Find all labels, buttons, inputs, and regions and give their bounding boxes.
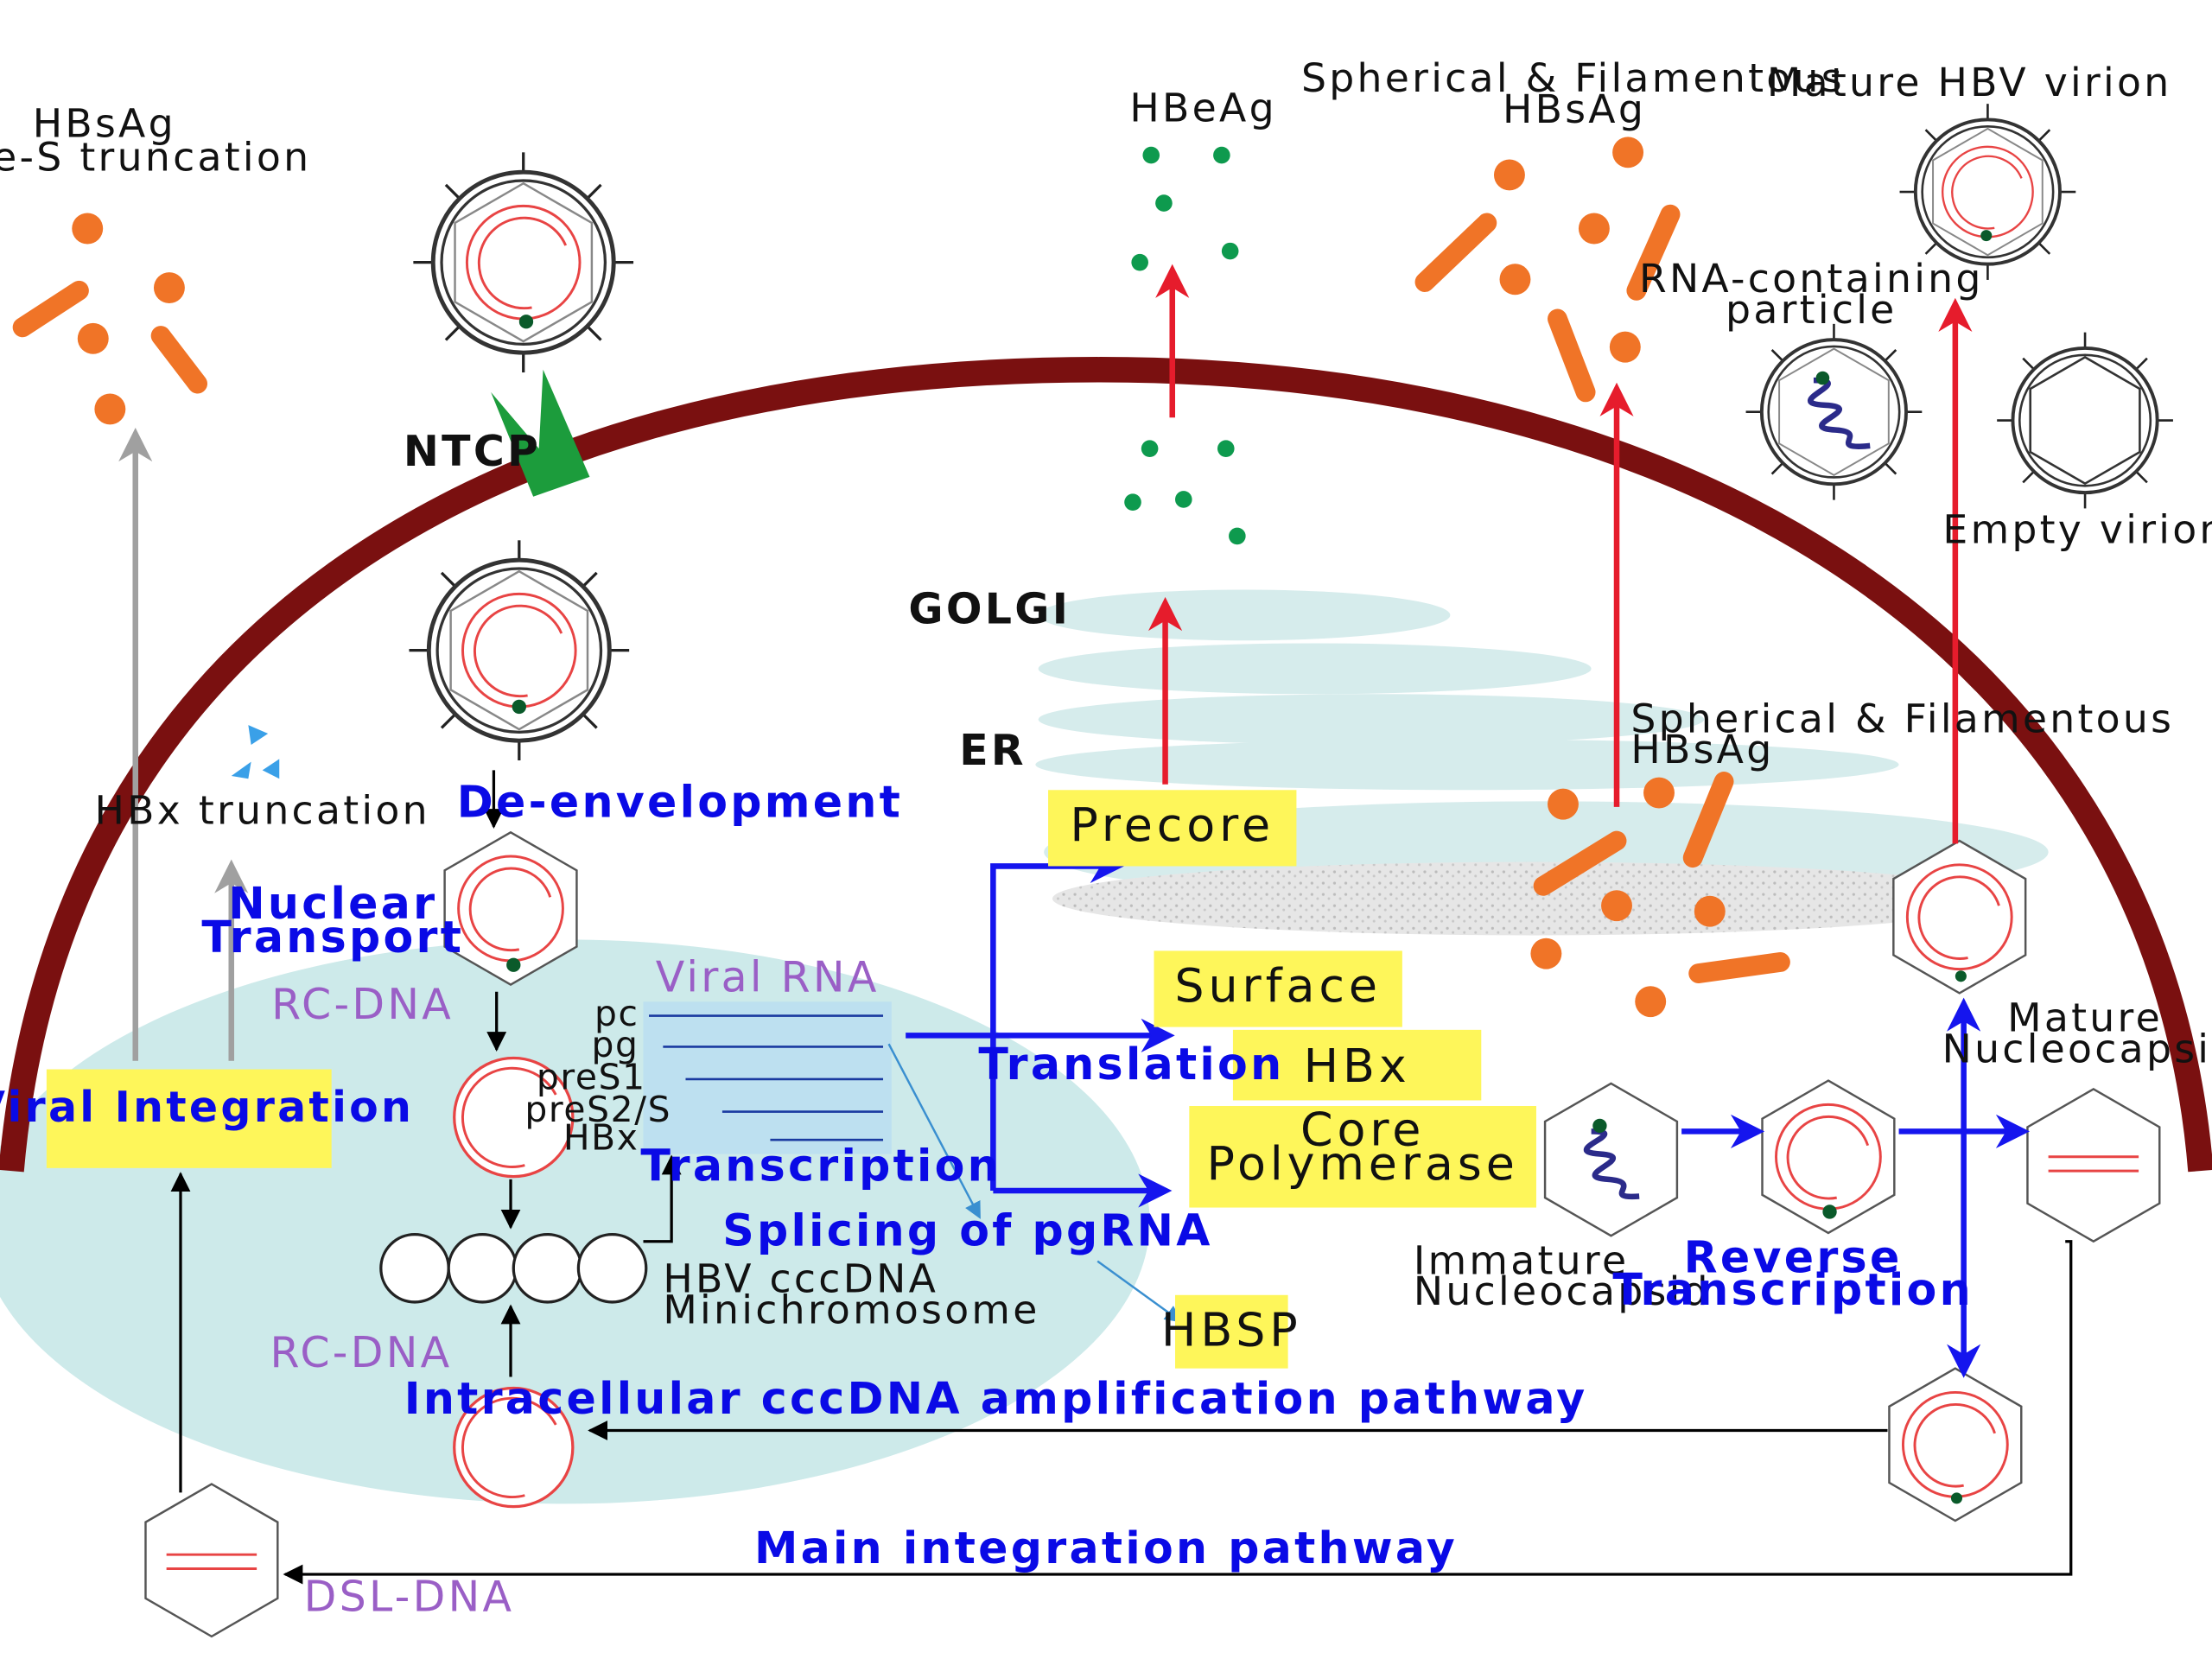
cccdna-minichromosome [379, 1232, 648, 1304]
label-transcription: Transcription [640, 1141, 1001, 1192]
arrow-splicing-hbsp [1096, 1260, 1183, 1323]
rna-label-pc: pc [594, 993, 639, 1034]
label-main-integration: Main integration pathway [754, 1522, 1458, 1573]
internalized-virion [409, 540, 629, 760]
virion-polymerase-dot [518, 315, 534, 329]
label-immature-nucleocapsid-1: Immature [1414, 1237, 1629, 1283]
rna-label-pg: pg [592, 1024, 639, 1065]
box-precore-label: Precore [1070, 798, 1274, 852]
arrow-splicing [887, 1043, 981, 1219]
rna-containing-particle [1745, 323, 1923, 500]
label-reverse-transcription-2: Transcription [1612, 1264, 1974, 1315]
ntcp-receptor [491, 369, 590, 497]
label-mature-virion: Mature HBV virion [1767, 60, 2172, 105]
box-hbsp-label: HBSP [1161, 1303, 1302, 1357]
label-golgi: GOLGI [908, 585, 1071, 634]
capsid-polymerase-dot [1950, 1492, 1963, 1504]
mature-hbv-virion [1897, 102, 2078, 282]
box-core-polymerase [1189, 1106, 1536, 1208]
label-hbsag-top-left: HBsAg [33, 100, 176, 146]
label-spherical-mid-2: HBsAg [1630, 727, 1774, 772]
label-empty-virion: Empty virion [1942, 507, 2212, 553]
label-rc-dna-upper: RC-DNA [271, 980, 454, 1029]
box-viral-integration-label: Viral Integration [0, 1083, 414, 1132]
mature-nucleocapsid-dsl [2026, 1087, 2161, 1243]
label-rna-particle-2: particle [1726, 287, 1897, 333]
empty-virion [1997, 332, 2173, 509]
box-viral-integration [46, 1069, 332, 1168]
capsid-polymerase-dot [506, 957, 521, 972]
viral-rna-panel [643, 1001, 892, 1154]
box-precore [1048, 790, 1297, 867]
label-spherical-top-1: Spherical & Filamentous [1301, 55, 1845, 101]
box-hbx [1232, 1029, 1482, 1101]
label-mature-nucleocapsid-2: Nucleocapsid [1942, 1026, 2212, 1071]
box-hbsp [1175, 1294, 1288, 1369]
label-immature-nucleocapsid-2: Nucleocapsid [1414, 1268, 1711, 1314]
cell-membrane [0, 357, 2212, 1173]
label-cccdna-1: HBV cccDNA [663, 1256, 938, 1302]
hbeag-particles [1124, 146, 1246, 545]
entering-virion [413, 152, 633, 372]
label-dsl-dna: DSL-DNA [304, 1572, 515, 1621]
label-hbeag: HBeAg [1129, 85, 1276, 130]
hbsag-particles-top-left [12, 213, 207, 425]
label-reverse-transcription-1: Reverse [1684, 1232, 1903, 1283]
capsid-polymerase-dot [1822, 1205, 1837, 1219]
box-hbx-label: HBx [1304, 1039, 1411, 1093]
label-mature-nucleocapsid-1: Mature [2007, 995, 2163, 1040]
label-cccdna-2: Minichromosome [663, 1287, 1039, 1332]
virion-polymerase-dot [1980, 230, 1993, 242]
virion-polymerase-dot [512, 699, 526, 715]
label-nuclear-transport-1: Nuclear [228, 878, 437, 929]
hbsag-particles-er [1530, 772, 1790, 1018]
label-hbx-truncation: HBx truncation [95, 787, 430, 833]
label-rc-dna-lower: RC-DNA [270, 1328, 453, 1377]
label-rna-particle-1: RNA-containing [1639, 256, 1984, 302]
label-translation: Translation [978, 1039, 1284, 1090]
rna-label-hbx: HBx [563, 1117, 639, 1159]
ntcp-label: NTCP [404, 427, 541, 476]
label-viral-rna: Viral RNA [656, 953, 880, 1002]
capsid-polymerase-dot [1955, 970, 1967, 982]
rna-label-pres2s: preS2/S [524, 1089, 671, 1130]
box-core-label: Core [1300, 1103, 1425, 1157]
box-polymerase-label: Polymerase [1207, 1136, 1519, 1191]
hbx-truncation-fragments [231, 725, 280, 779]
box-surface-label: Surface [1174, 958, 1381, 1013]
label-spherical-top-2: HBsAg [1503, 86, 1646, 132]
hbsag-particles-top-right [1414, 137, 1681, 403]
pathway-arrows [170, 770, 2073, 1585]
label-spherical-mid-1: Spherical & Filamentous [1630, 696, 2174, 741]
immature-nucleocapsid [1543, 1082, 1679, 1237]
label-amplification: Intracellular cccDNA amplification pathw… [404, 1373, 1588, 1424]
box-surface [1154, 950, 1402, 1027]
label-nuclear-transport-2: Transport [201, 912, 464, 963]
label-splicing: Splicing of pgRNA [722, 1205, 1212, 1256]
label-er: ER [959, 726, 1027, 775]
label-de-envelopment: De-envelopment [457, 776, 903, 827]
label-pres-truncation: Pre-S truncation [0, 135, 311, 181]
rna-label-pres1: preS1 [537, 1056, 646, 1097]
dsl-dna-capsid [144, 1483, 279, 1638]
